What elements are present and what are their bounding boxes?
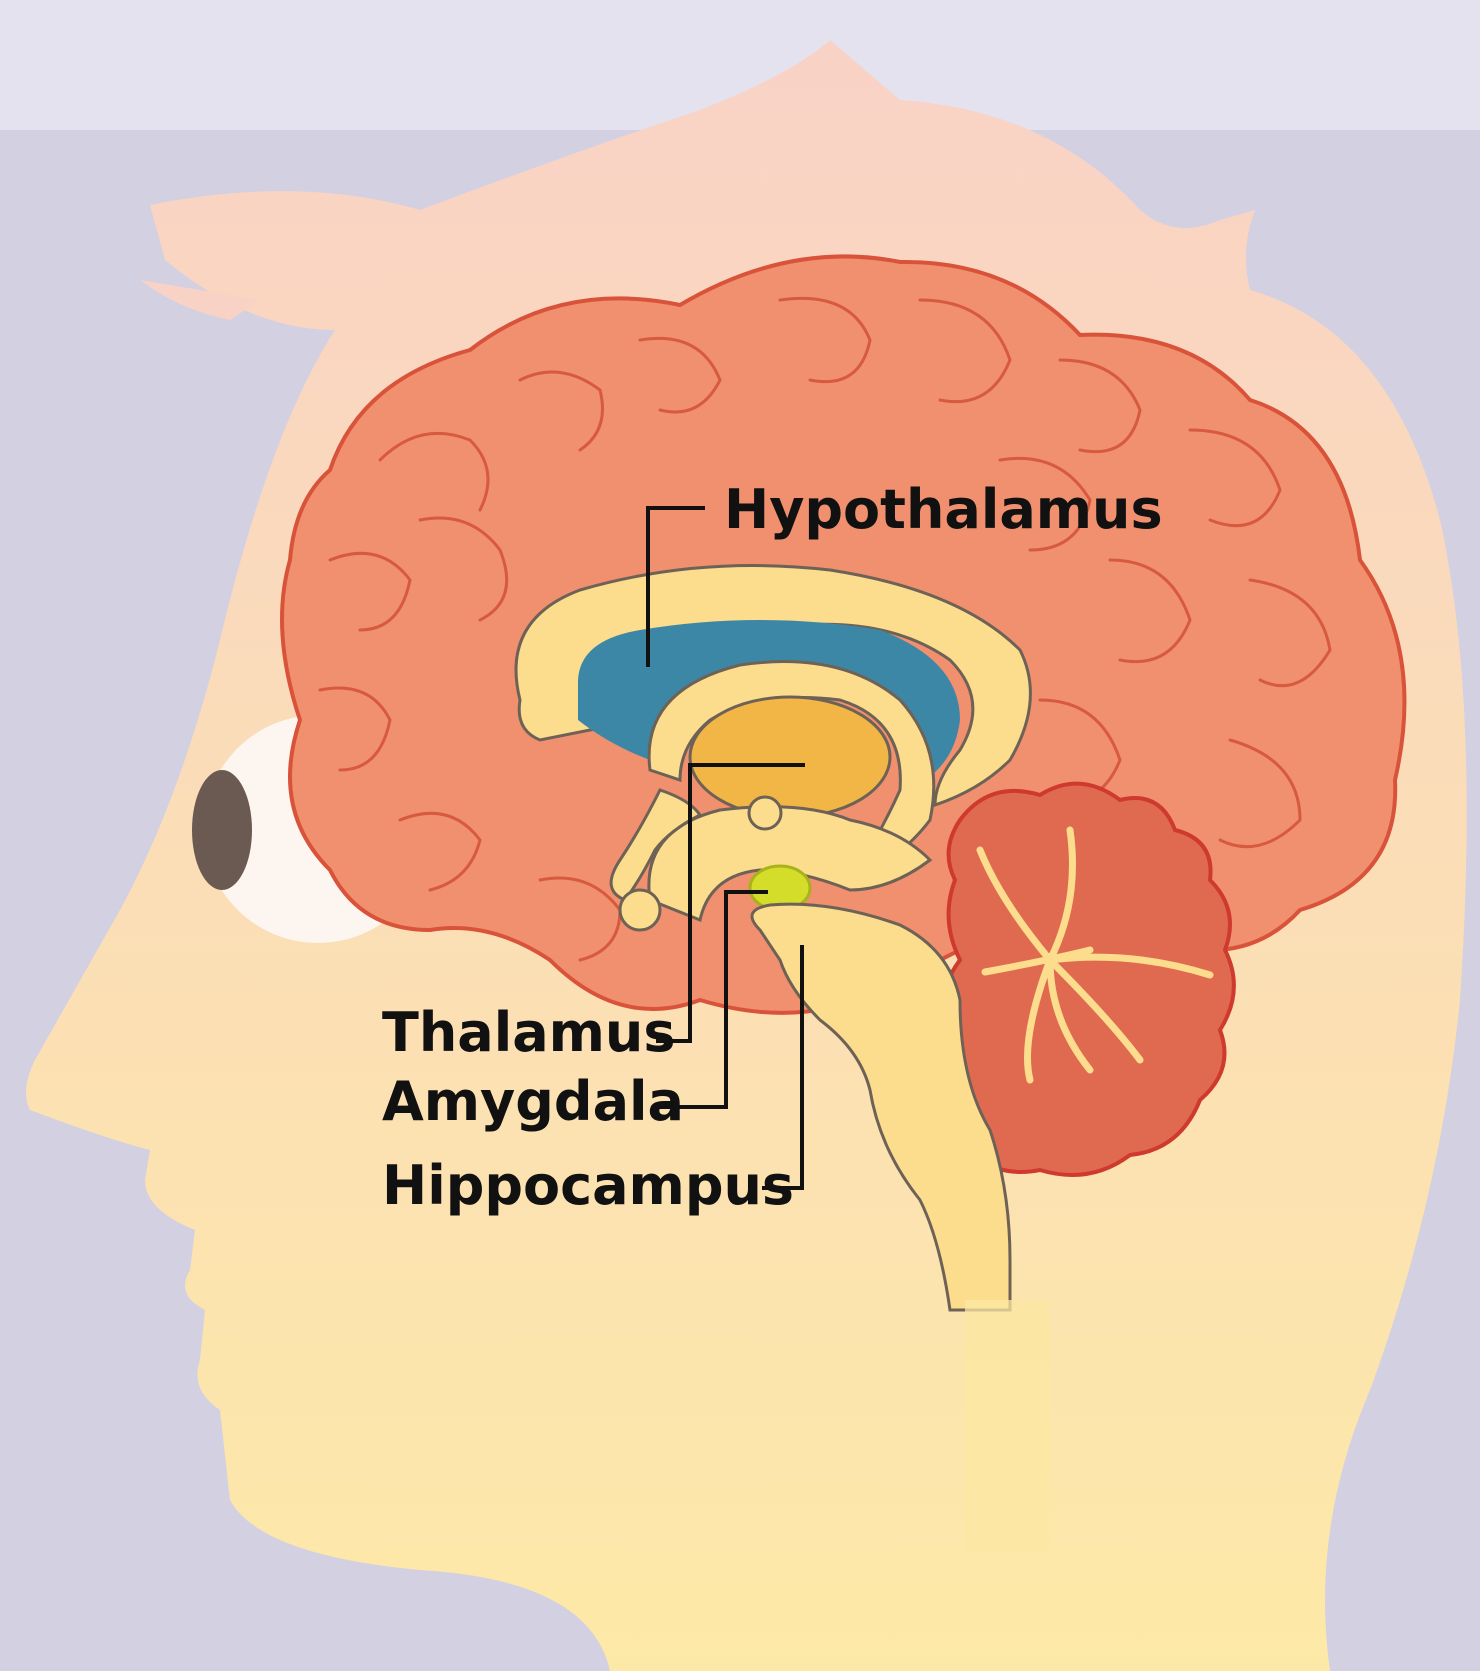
thalamus-structure <box>690 697 890 817</box>
label-hippocampus: Hippocampus <box>382 1154 794 1217</box>
cerebellum <box>942 784 1234 1175</box>
spinal-cord <box>965 1300 1050 1550</box>
pupil <box>192 770 252 890</box>
pituitary-gland <box>749 797 781 829</box>
label-amygdala: Amygdala <box>382 1070 684 1133</box>
label-thalamus: Thalamus <box>382 1001 676 1064</box>
label-hypothalamus: Hypothalamus <box>724 478 1163 541</box>
pituitary-stalk <box>620 890 660 930</box>
